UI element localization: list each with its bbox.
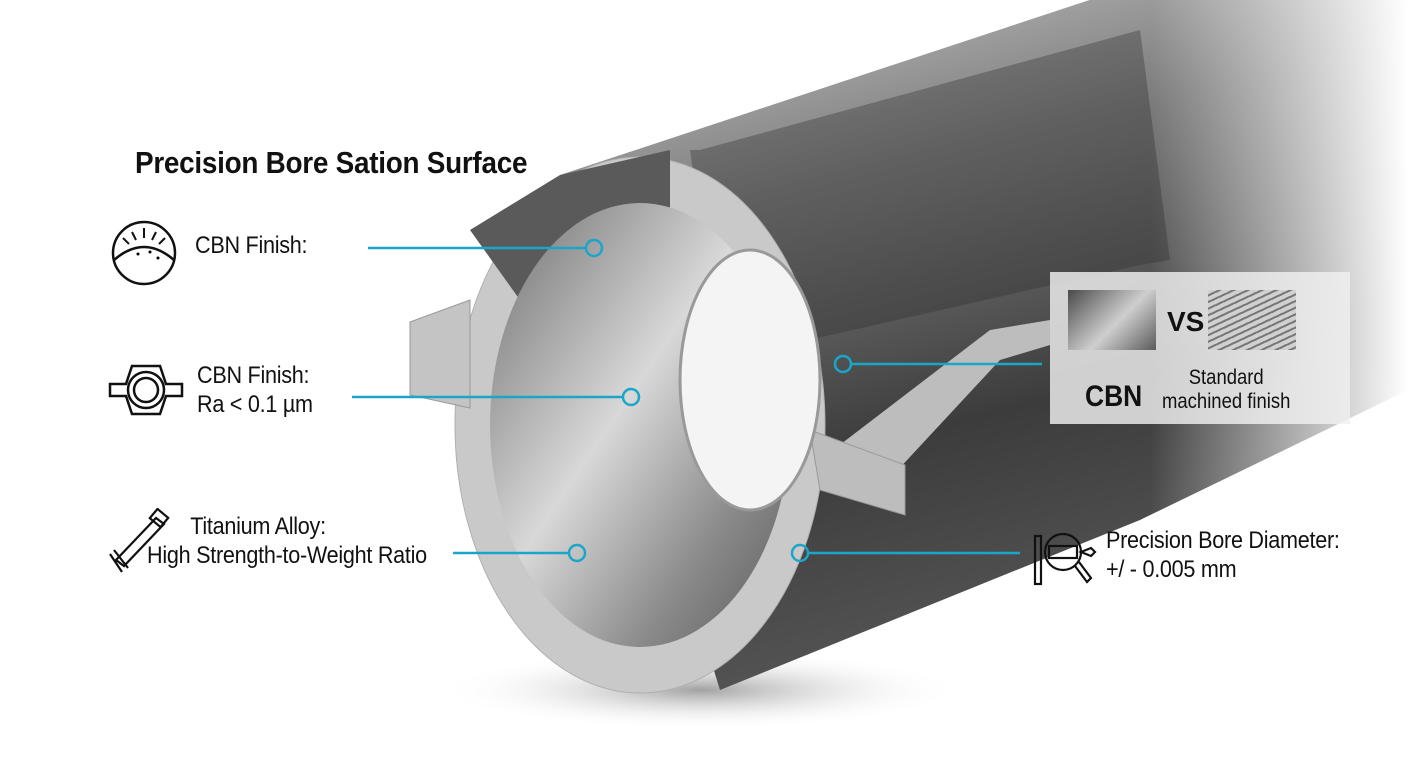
- bore-gauge-magnifier-icon: [1033, 532, 1097, 586]
- finish-comparison-panel: VS CBN Standard machined finish: [1050, 272, 1350, 424]
- callout-bore-line2: +/ - 0.005 mm: [1106, 555, 1237, 583]
- ring-tab-left: [409, 299, 471, 409]
- callout-bore-line1: Precision Bore Diameter:: [1106, 527, 1340, 554]
- standard-finish-swatch: [1208, 290, 1296, 350]
- cbn-label: CBN: [1085, 380, 1143, 413]
- surface-finish-icon: [111, 220, 177, 286]
- page-title: Precision Bore Sation Surface: [135, 145, 528, 180]
- standard-finish-label: Standard machined finish: [1162, 366, 1290, 414]
- callout-roughness-line2: Ra < 0.1 µm: [197, 390, 313, 418]
- callout-bore-diameter-label: Precision Bore Diameter: +/ - 0.005 mm: [1106, 527, 1340, 585]
- callout-roughness-line1: CBN Finish:: [197, 362, 310, 389]
- callout-material-line1: Titanium Alloy:: [190, 513, 326, 540]
- callout-material-label: Titanium Alloy: High Strength-to-Weight …: [147, 513, 427, 571]
- callout-cbn-finish-label: CBN Finish:: [195, 232, 308, 259]
- caliper-icon: [109, 508, 170, 573]
- standard-line2: machined finish: [1162, 390, 1291, 414]
- bushing-icon: [108, 364, 184, 416]
- cbn-finish-swatch: [1068, 290, 1156, 350]
- bore-far-opening: [678, 248, 822, 512]
- standard-line1: Standard: [1188, 366, 1264, 389]
- callout-material-line2: High Strength-to-Weight Ratio: [147, 541, 427, 569]
- callout-roughness-label: CBN Finish: Ra < 0.1 µm: [197, 362, 313, 420]
- callout-lines: [352, 238, 1042, 563]
- vs-label: VS: [1167, 306, 1205, 337]
- ring-tab-right: [809, 429, 906, 516]
